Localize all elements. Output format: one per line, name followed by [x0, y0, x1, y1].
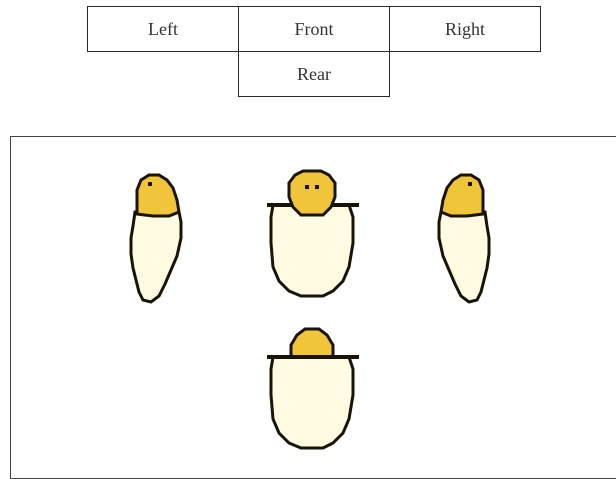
sprite-front-head	[289, 171, 335, 215]
sprite-right-view	[439, 175, 489, 302]
sprite-rear-body	[271, 357, 353, 448]
sprite-front-eye-right	[315, 185, 319, 189]
sprite-preview-panel	[10, 136, 616, 479]
sprite-left-eye	[148, 182, 152, 186]
view-label-grid: Left Front Right Rear	[87, 6, 541, 97]
label-left: Left	[88, 7, 239, 52]
label-empty-left	[88, 52, 239, 97]
sprite-left-body	[131, 212, 181, 302]
label-empty-right	[390, 52, 541, 97]
sprite-front-body	[271, 205, 353, 296]
sprite-right-body	[439, 212, 489, 302]
sprite-front-eye-left	[305, 185, 309, 189]
label-rear: Rear	[239, 52, 390, 97]
sprite-front-view	[267, 171, 359, 296]
view-label-row-top: Left Front Right	[88, 7, 541, 52]
sprite-right-eye	[468, 182, 472, 186]
sprite-left-view	[131, 175, 181, 302]
label-right: Right	[390, 7, 541, 52]
sprite-rear-shoulder-band	[267, 355, 359, 359]
sprite-canvas	[11, 137, 615, 478]
label-front: Front	[239, 7, 390, 52]
view-label-row-bottom: Rear	[88, 52, 541, 97]
sprite-rear-view	[267, 329, 359, 448]
sprite-left-head	[137, 175, 179, 216]
sprite-right-head	[441, 175, 483, 216]
sprite-rear-head	[291, 329, 333, 357]
